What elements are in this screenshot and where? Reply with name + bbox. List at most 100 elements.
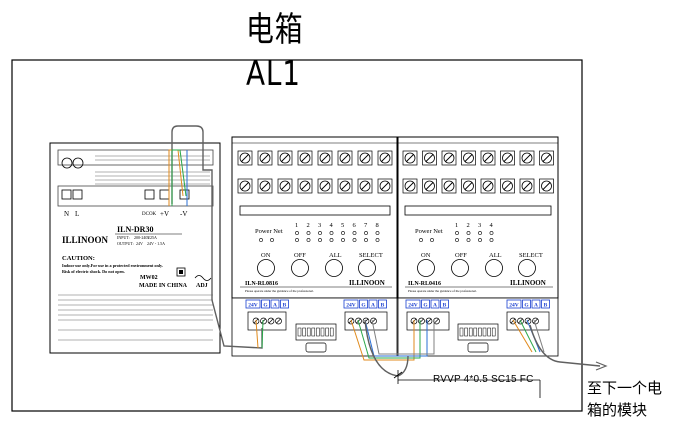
module-a-power-net: Power Net — [255, 228, 283, 235]
module-b-terminal-top — [422, 150, 437, 166]
ps-caution-title: CAUTION: — [62, 255, 95, 262]
wiring — [168, 125, 608, 377]
bus-label-a-left-box — [280, 299, 289, 309]
module-a-channel-led-bottom — [341, 238, 345, 242]
ps-model: ILN-DR30 — [117, 225, 153, 234]
module-b-channel-label: 4 — [490, 222, 494, 229]
bus-label-a-right-text: B — [381, 303, 385, 309]
bus-label-a-right-text: 24V — [346, 303, 356, 309]
module-b-power-net: Power Net — [415, 228, 443, 235]
module-a-terminal-bottom — [337, 178, 353, 194]
module-a-channel-led-top — [318, 231, 322, 235]
module-a-channel-led-bottom — [352, 238, 357, 242]
gray-cable-ps — [171, 125, 263, 349]
module-a-dip-switch — [320, 327, 325, 337]
module-b-dip-switch — [491, 327, 496, 337]
module-b-channel-label: 1 — [455, 222, 458, 229]
module-b-dip-switch — [468, 327, 473, 337]
bus-label-a-left-text: B — [283, 303, 287, 309]
module-a-dip-switch — [297, 327, 302, 337]
module-b-brand: ILLINOON — [510, 279, 546, 287]
bus-label-b-left-text: G — [423, 303, 428, 309]
module-a-channel-label: 1 — [295, 222, 298, 229]
module-a-channel-label: 4 — [330, 222, 334, 229]
wire-b-out-4 — [533, 319, 545, 353]
module-a-select-button — [358, 259, 376, 277]
module-a-terminal-top — [257, 150, 273, 166]
bus-label-b-right-box — [522, 299, 531, 309]
module-a-on-button — [257, 259, 275, 277]
module-a-terminal-bottom — [357, 178, 373, 194]
bus-label-a-left-box — [245, 299, 261, 309]
module-a-dip-switch — [311, 327, 316, 337]
module-a-channel-led-top — [375, 231, 380, 235]
module-a-terminal-bottom — [377, 178, 393, 194]
module-a-terminal-top — [337, 150, 353, 166]
module-a-channel-led-bottom — [364, 238, 368, 242]
module-a-channel-led-top — [329, 231, 334, 235]
module-a-channel-label: 3 — [318, 222, 321, 229]
module-a-channel-led-bottom — [375, 238, 380, 242]
module-b-terminal-top — [402, 150, 418, 166]
module-a-channel-led-top — [295, 231, 299, 235]
module-b-terminal-bottom — [500, 178, 515, 194]
bus-label-b-right-text: A — [534, 303, 538, 309]
bus-label-a-right-text: G — [361, 303, 366, 309]
module-a-btn-off: OFF — [294, 252, 306, 259]
bus-label-b-right-text: 24V — [509, 303, 519, 309]
module-b-channel-led-top — [455, 231, 459, 235]
module-a-dip-switch — [329, 327, 334, 337]
ps-adj: ADJ — [196, 283, 208, 289]
bus-label-a-right-box — [368, 299, 378, 309]
module-a-dip-switch — [302, 327, 306, 337]
bus-label-b-right-box — [531, 299, 541, 309]
module-a-btn-all: ALL — [329, 252, 342, 259]
bus-label-a-right-box — [343, 299, 359, 309]
module-a-off-button — [291, 259, 309, 277]
module-b-terminal-bottom — [461, 178, 476, 194]
module-b-terminal-top — [500, 150, 515, 166]
module-a-terminal-bottom — [237, 178, 253, 194]
ps-caution-line2: Risk of electric shock. Do not open. — [62, 269, 125, 274]
module-b-select-button — [518, 259, 536, 277]
bus-label-a-left-text: A — [273, 303, 277, 309]
module-a-btn-on: ON — [261, 252, 271, 259]
module-a-btn-select: SELECT — [359, 252, 383, 259]
module-b-channel-led-bottom — [478, 238, 482, 242]
module-a-terminal-bottom — [257, 178, 273, 194]
ps-brand: ILLINOON — [62, 235, 109, 245]
module-a-terminal-top — [317, 150, 333, 166]
bus-label-a-left-text: 24V — [248, 303, 258, 309]
cabinet-frame — [11, 59, 583, 412]
module-b-dip-switch — [482, 327, 487, 337]
module-b-model: ILN-RL0416 — [408, 281, 441, 287]
ps-output-label: OUTPUT: — [117, 241, 134, 246]
module-b-channel-led-top — [478, 231, 482, 235]
module-a-terminal-bottom — [277, 178, 293, 194]
module-a-terminal-top — [297, 150, 313, 166]
module-b-dip-switch — [473, 327, 478, 337]
module-b-terminal-bottom — [519, 178, 535, 194]
module-b-off-button — [451, 259, 469, 277]
module-b-channel-label: 2 — [467, 222, 470, 229]
module-b-channel-led-bottom — [489, 238, 494, 242]
ps-current: 1.25A — [147, 235, 157, 240]
bus-label-b-left-box — [405, 299, 421, 309]
bus-label-b-left-box — [440, 299, 449, 309]
ps-caution-line1: Indoor use only.For use in a protected e… — [62, 263, 163, 268]
module-a-brand: ILLINOON — [349, 279, 385, 287]
destination-note-line1: 至下一个电 — [587, 379, 663, 397]
module-b-channel-label: 3 — [478, 222, 481, 229]
module-a-terminal-bottom — [297, 178, 313, 194]
bus-label-b-right-text: G — [524, 303, 529, 309]
wire-ab-3 — [364, 319, 428, 357]
module-b-channel-led-top — [489, 231, 494, 235]
module-b-dip-switch — [478, 327, 482, 337]
bus-label-b-left-text: 24V — [408, 303, 418, 309]
